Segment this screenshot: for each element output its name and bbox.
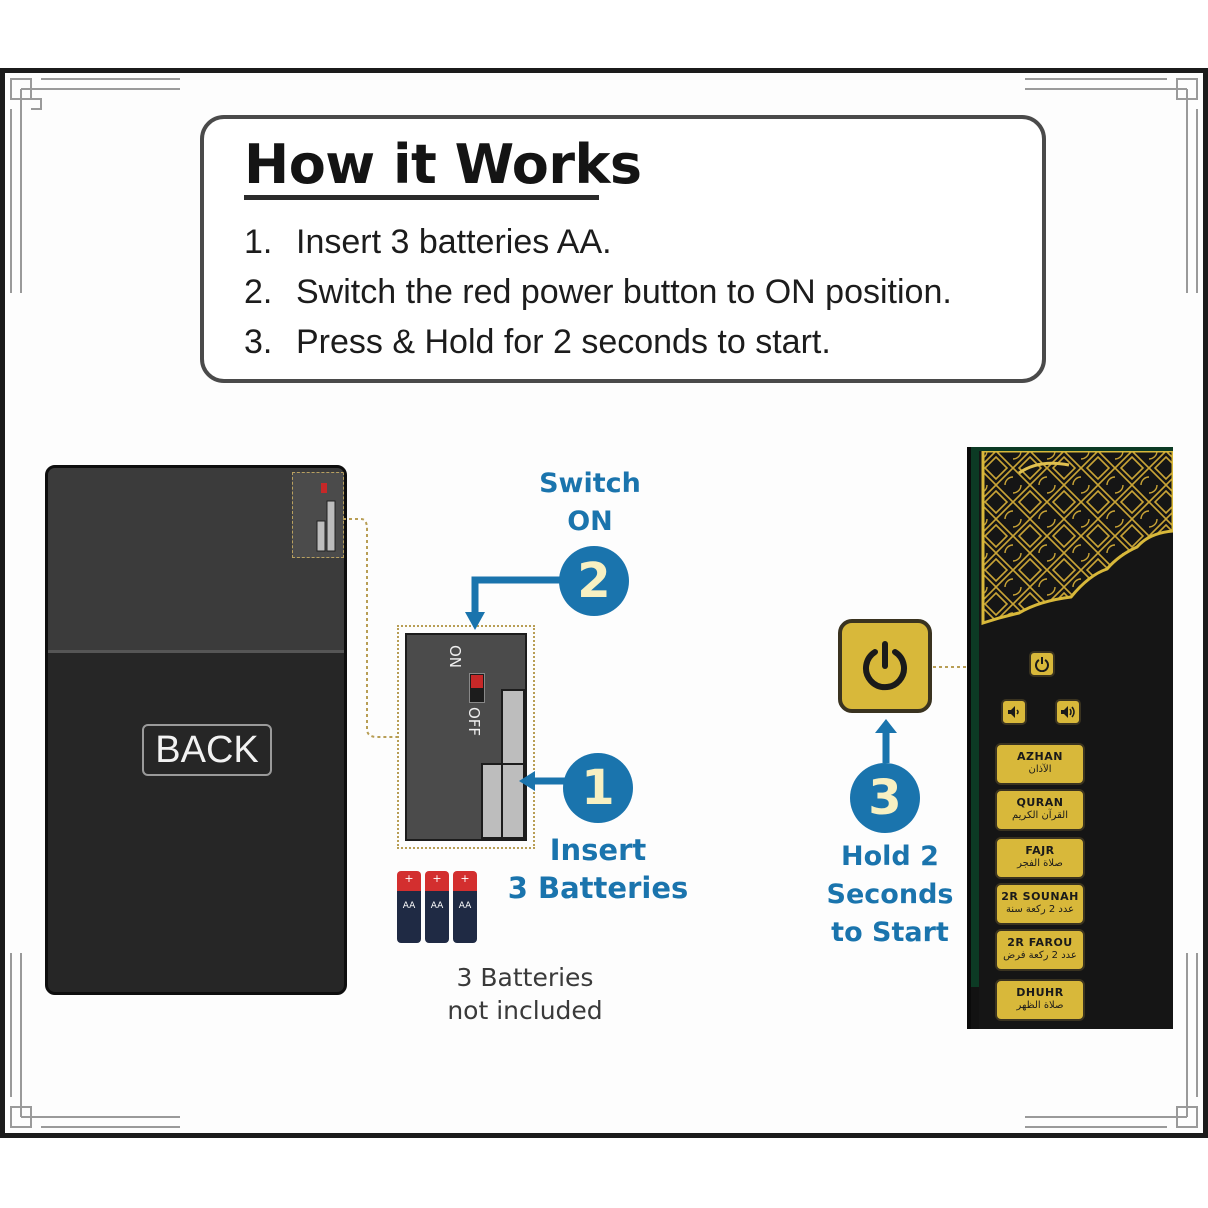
callout-line: Insert — [549, 833, 647, 867]
battery-cap: + — [453, 871, 477, 891]
arrow-icon — [465, 576, 563, 630]
battery-compartment: ON OFF — [405, 633, 527, 841]
compartment-zoom-outline — [397, 625, 535, 849]
arrow-icon — [875, 719, 897, 763]
step-item-3: 3. Press & Hold for 2 seconds to start. — [244, 317, 952, 367]
prayer-label-ar: صلاة الفجر — [1017, 858, 1063, 869]
back-label: BACK — [142, 724, 272, 776]
prayer-label-ar: عدد 2 ركعة سنة — [1005, 904, 1075, 915]
battery-slot-top — [501, 689, 525, 765]
battery-group: + AA + AA + AA — [397, 871, 487, 947]
prayer-button-2r-sounah[interactable]: 2R SOUNAH عدد 2 ركعة سنة — [995, 883, 1085, 925]
how-it-works-panel: How it Works 1. Insert 3 batteries AA. 2.… — [200, 115, 1046, 383]
step-text: Press & Hold for 2 seconds to start. — [296, 323, 831, 361]
arrow-icon — [519, 771, 565, 791]
power-icon — [863, 641, 907, 691]
mini-battery-compartment — [292, 472, 344, 558]
battery-type: AA — [430, 901, 444, 911]
power-icon — [1035, 657, 1049, 672]
panel-title: How it Works — [244, 133, 642, 196]
callout-line: to Start — [831, 917, 949, 948]
callout-line: Switch — [539, 468, 641, 499]
prayer-label-ar: القرآن الكريم — [1011, 810, 1068, 821]
prayer-label-ar: صلاة الظهر — [1016, 1000, 1064, 1011]
callout-line: Seconds — [826, 879, 954, 910]
diagram-frame: How it Works 1. Insert 3 batteries AA. 2.… — [0, 68, 1208, 1138]
islamic-pattern-decoration — [981, 451, 1173, 626]
step-number: 2. — [244, 273, 273, 311]
callout-line: 3 Batteries — [507, 871, 689, 905]
device-back: BACK — [45, 465, 347, 995]
prayer-button-quran[interactable]: QURAN القرآن الكريم — [995, 789, 1085, 831]
battery-type: AA — [458, 901, 472, 911]
battery-body — [453, 891, 477, 943]
callout-line: Hold 2 — [841, 841, 939, 872]
prayer-label-en: QURAN — [1016, 796, 1064, 809]
power-button-large[interactable] — [838, 619, 932, 713]
prayer-button-fajr[interactable]: FAJR صلاة الفجر — [995, 837, 1085, 879]
battery-cap: + — [397, 871, 421, 891]
step-number: 3. — [244, 323, 273, 361]
step-list: 1. Insert 3 batteries AA. 2. Switch the re… — [244, 217, 952, 367]
prayer-button-azhan[interactable]: AZHAN الآذان — [995, 743, 1085, 785]
title-underline — [244, 195, 599, 200]
step-text: Switch the red power button to ON positi… — [296, 273, 952, 311]
step-3-badge: 3 — [850, 763, 920, 833]
battery-cap: + — [425, 871, 449, 891]
mini-battery-icon — [316, 483, 336, 552]
battery-body — [397, 891, 421, 943]
battery-icon: + AA — [397, 871, 421, 943]
hold-to-start-callout: Hold 2 Seconds to Start — [815, 838, 965, 952]
power-button-small[interactable] — [1029, 651, 1055, 677]
step-2-badge: 2 — [559, 546, 629, 616]
step-text: Insert 3 batteries AA. — [296, 223, 612, 261]
battery-body — [425, 891, 449, 943]
step-number: 1. — [244, 223, 273, 261]
insert-batteries-callout: Insert 3 Batteries — [503, 831, 693, 907]
battery-slot-right — [501, 763, 525, 839]
step-item-1: 1. Insert 3 batteries AA. — [244, 217, 952, 267]
callout-line: ON — [567, 506, 613, 537]
caption-line: 3 Batteries — [456, 963, 594, 992]
prayer-label-en: 2R FAROU — [1007, 936, 1073, 949]
power-switch-knob — [471, 675, 483, 688]
prayer-label-ar: الآذان — [1028, 764, 1052, 775]
caption-line: not included — [447, 996, 603, 1025]
prayer-label-en: 2R SOUNAH — [1001, 890, 1079, 903]
power-switch[interactable] — [469, 673, 485, 703]
step-1-badge: 1 — [563, 753, 633, 823]
battery-type: AA — [402, 901, 416, 911]
volume-up-icon — [1061, 706, 1075, 718]
battery-icon: + AA — [453, 871, 477, 943]
prayer-label-ar: عدد 2 ركعة فرض — [1003, 950, 1077, 961]
switch-off-label: OFF — [465, 707, 483, 737]
step-item-2: 2. Switch the red power button to ON posi… — [244, 267, 952, 317]
volume-down-icon — [1008, 706, 1019, 718]
prayer-label-en: AZHAN — [1017, 750, 1063, 763]
prayer-button-dhuhr[interactable]: DHUHR صلاة الظهر — [995, 979, 1085, 1021]
volume-up-button[interactable] — [1055, 699, 1081, 725]
prayer-button-2r-farou[interactable]: 2R FAROU عدد 2 ركعة فرض — [995, 929, 1085, 971]
prayer-label-en: FAJR — [1025, 844, 1055, 857]
switch-on-label: ON — [446, 645, 464, 669]
decorative-border — [10, 78, 1198, 1128]
prayer-label-en: DHUHR — [1016, 986, 1064, 999]
device-front: AZHAN الآذان QURAN القرآن الكريم FAJR صل… — [967, 447, 1173, 1029]
battery-icon: + AA — [425, 871, 449, 943]
switch-on-callout: Switch ON — [525, 465, 655, 541]
batteries-not-included-caption: 3 Batteries not included — [425, 961, 625, 1027]
volume-down-button[interactable] — [1001, 699, 1027, 725]
